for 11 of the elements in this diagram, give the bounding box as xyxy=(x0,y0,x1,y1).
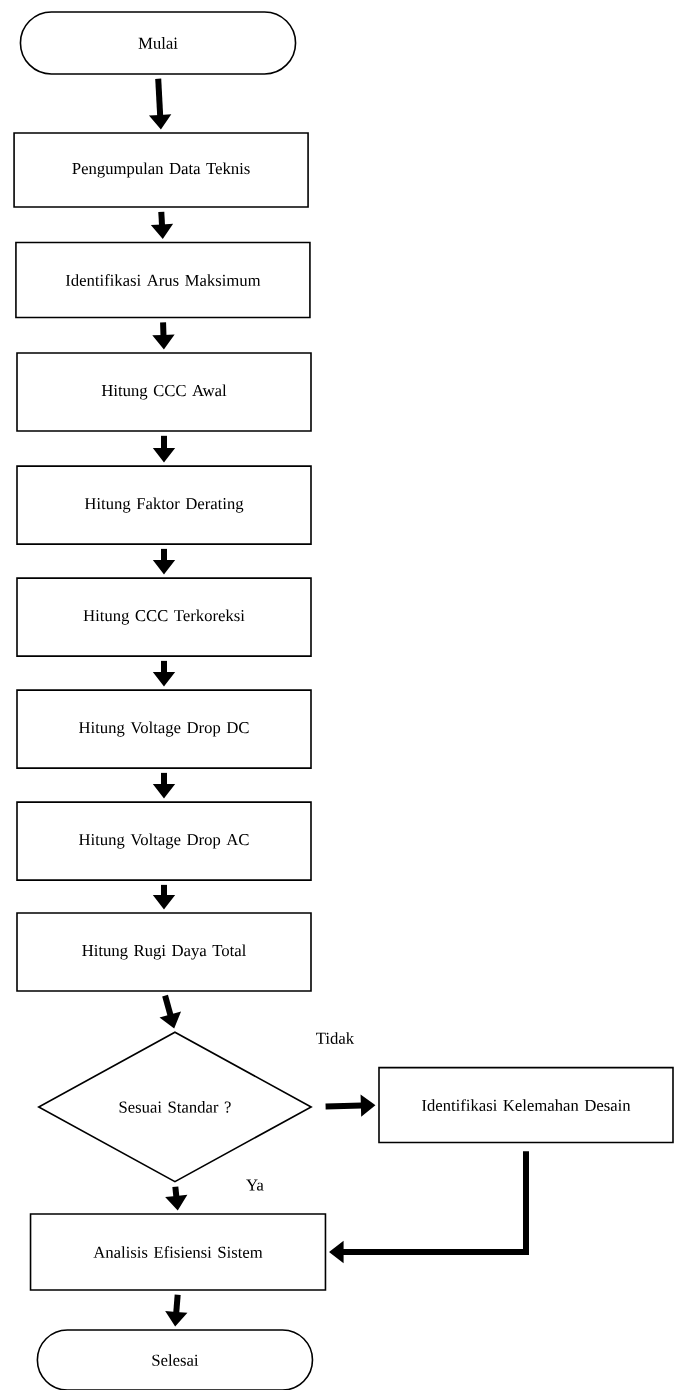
process-box: Hitung Faktor Derating xyxy=(16,465,312,545)
process-box: Hitung CCC Awal xyxy=(16,352,312,432)
process-box: Identifikasi Arus Maksimum xyxy=(15,241,311,319)
process-box: Hitung Voltage Drop DC xyxy=(16,689,312,769)
process-box: Analisis Efisiensi Sistem xyxy=(29,1213,327,1291)
edge-label: Tidak xyxy=(314,1030,356,1046)
process-box: Hitung Rugi Daya Total xyxy=(16,912,312,992)
process-box: Hitung Voltage Drop AC xyxy=(16,801,312,881)
process-box: Hitung CCC Terkoreksi xyxy=(16,577,312,657)
process-box: Identifikasi Kelemahan Desain xyxy=(378,1066,674,1144)
process-box: Pengumpulan Data Teknis xyxy=(13,132,309,208)
